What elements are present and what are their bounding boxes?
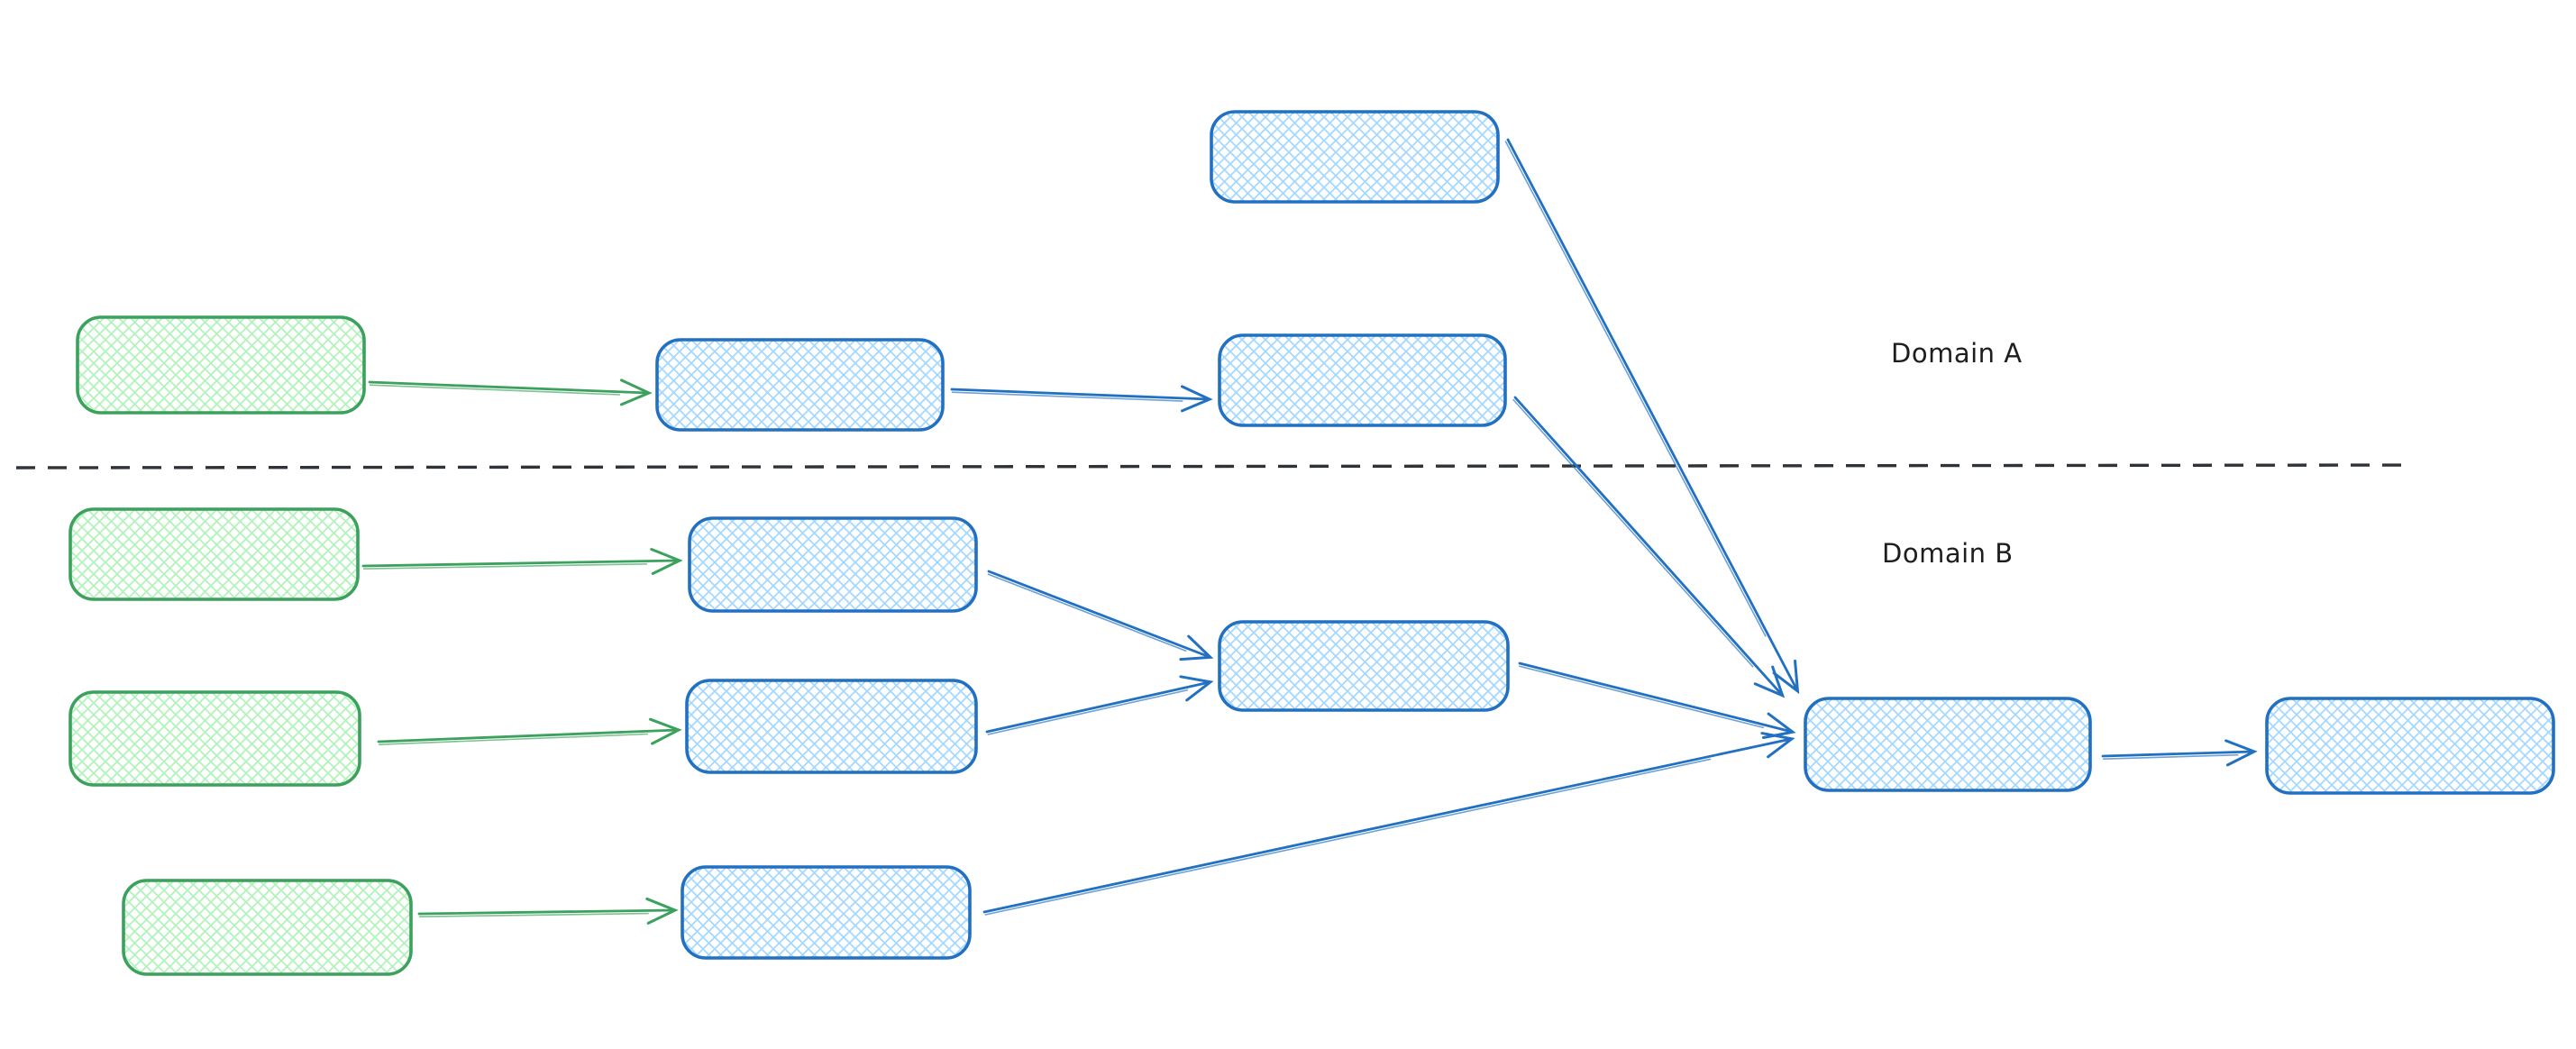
nodes-layer <box>69 110 2555 976</box>
node-output[interactable] <box>2265 697 2555 795</box>
edge-domain-b-merge--sink[interactable] <box>1518 661 1796 739</box>
edge-line[interactable] <box>1518 661 1796 739</box>
edge-sketch-stroke <box>1504 141 1767 637</box>
node-domain-a-source[interactable] <box>76 315 366 415</box>
edge-domain-b-source-2--domain-b-stage-2[interactable] <box>377 717 682 745</box>
edge-sketch-stroke <box>363 562 648 570</box>
node-domain-a-stage-1[interactable] <box>655 338 945 432</box>
edge-line[interactable] <box>361 548 683 575</box>
node-domain-b-stage-2[interactable] <box>685 679 978 774</box>
edge-line[interactable] <box>2101 739 2258 767</box>
edge-domain-b-stage-1--domain-b-merge[interactable] <box>987 570 1214 661</box>
edge-line[interactable] <box>377 717 682 745</box>
edge-domain-b-source-3--domain-b-stage-3[interactable] <box>417 897 679 925</box>
edge-line[interactable] <box>368 379 653 406</box>
edge-domain-a-stage-1--domain-a-stage-2[interactable] <box>950 385 1213 413</box>
node-sink[interactable] <box>1804 697 2092 792</box>
node-domain-b-merge[interactable] <box>1218 620 1510 712</box>
edge-sketch-stroke <box>379 733 648 745</box>
edge-sketch-stroke <box>2103 753 2239 760</box>
edge-domain-a-stage-2--sink[interactable] <box>1512 396 1786 698</box>
edge-sketch-stroke <box>419 912 649 917</box>
edge-line[interactable] <box>950 385 1213 413</box>
edge-sketch-stroke <box>1519 665 1765 729</box>
domain-divider-line[interactable] <box>15 463 2415 470</box>
domain-b-label[interactable]: Domain B <box>1882 538 2014 569</box>
edge-domain-b-source-1--domain-b-stage-1[interactable] <box>361 548 683 575</box>
edge-sketch-stroke <box>984 758 1712 916</box>
edge-line[interactable] <box>982 732 1795 914</box>
edge-domain-b-stage-2--domain-b-merge[interactable] <box>985 675 1214 735</box>
node-domain-b-stage-1[interactable] <box>688 516 978 613</box>
edge-sketch-stroke <box>987 689 1189 735</box>
edge-sink--output[interactable] <box>2101 739 2258 767</box>
edge-top-input--sink[interactable] <box>1504 138 1800 695</box>
edge-domain-b-stage-3--sink[interactable] <box>982 732 1795 916</box>
edge-domain-a-source--domain-a-stage-1[interactable] <box>368 379 653 406</box>
edge-line[interactable] <box>987 570 1214 661</box>
edge-sketch-stroke <box>987 573 1187 652</box>
edge-line[interactable] <box>1506 138 1800 695</box>
edge-sketch-stroke <box>1512 398 1754 668</box>
edges-layer <box>361 138 2258 925</box>
edge-line[interactable] <box>985 675 1214 734</box>
node-domain-b-stage-3[interactable] <box>681 865 972 960</box>
node-domain-b-source-3[interactable] <box>122 879 413 976</box>
node-domain-a-stage-2[interactable] <box>1218 333 1507 427</box>
node-top-input[interactable] <box>1210 110 1500 204</box>
edge-line[interactable] <box>1513 396 1786 698</box>
domain-a-label[interactable]: Domain A <box>1891 338 2023 369</box>
node-domain-b-source-1[interactable] <box>69 507 360 601</box>
edge-line[interactable] <box>417 897 679 925</box>
node-domain-b-source-2[interactable] <box>69 690 361 787</box>
edge-sketch-stroke <box>951 391 1183 402</box>
edge-sketch-stroke <box>369 384 621 396</box>
